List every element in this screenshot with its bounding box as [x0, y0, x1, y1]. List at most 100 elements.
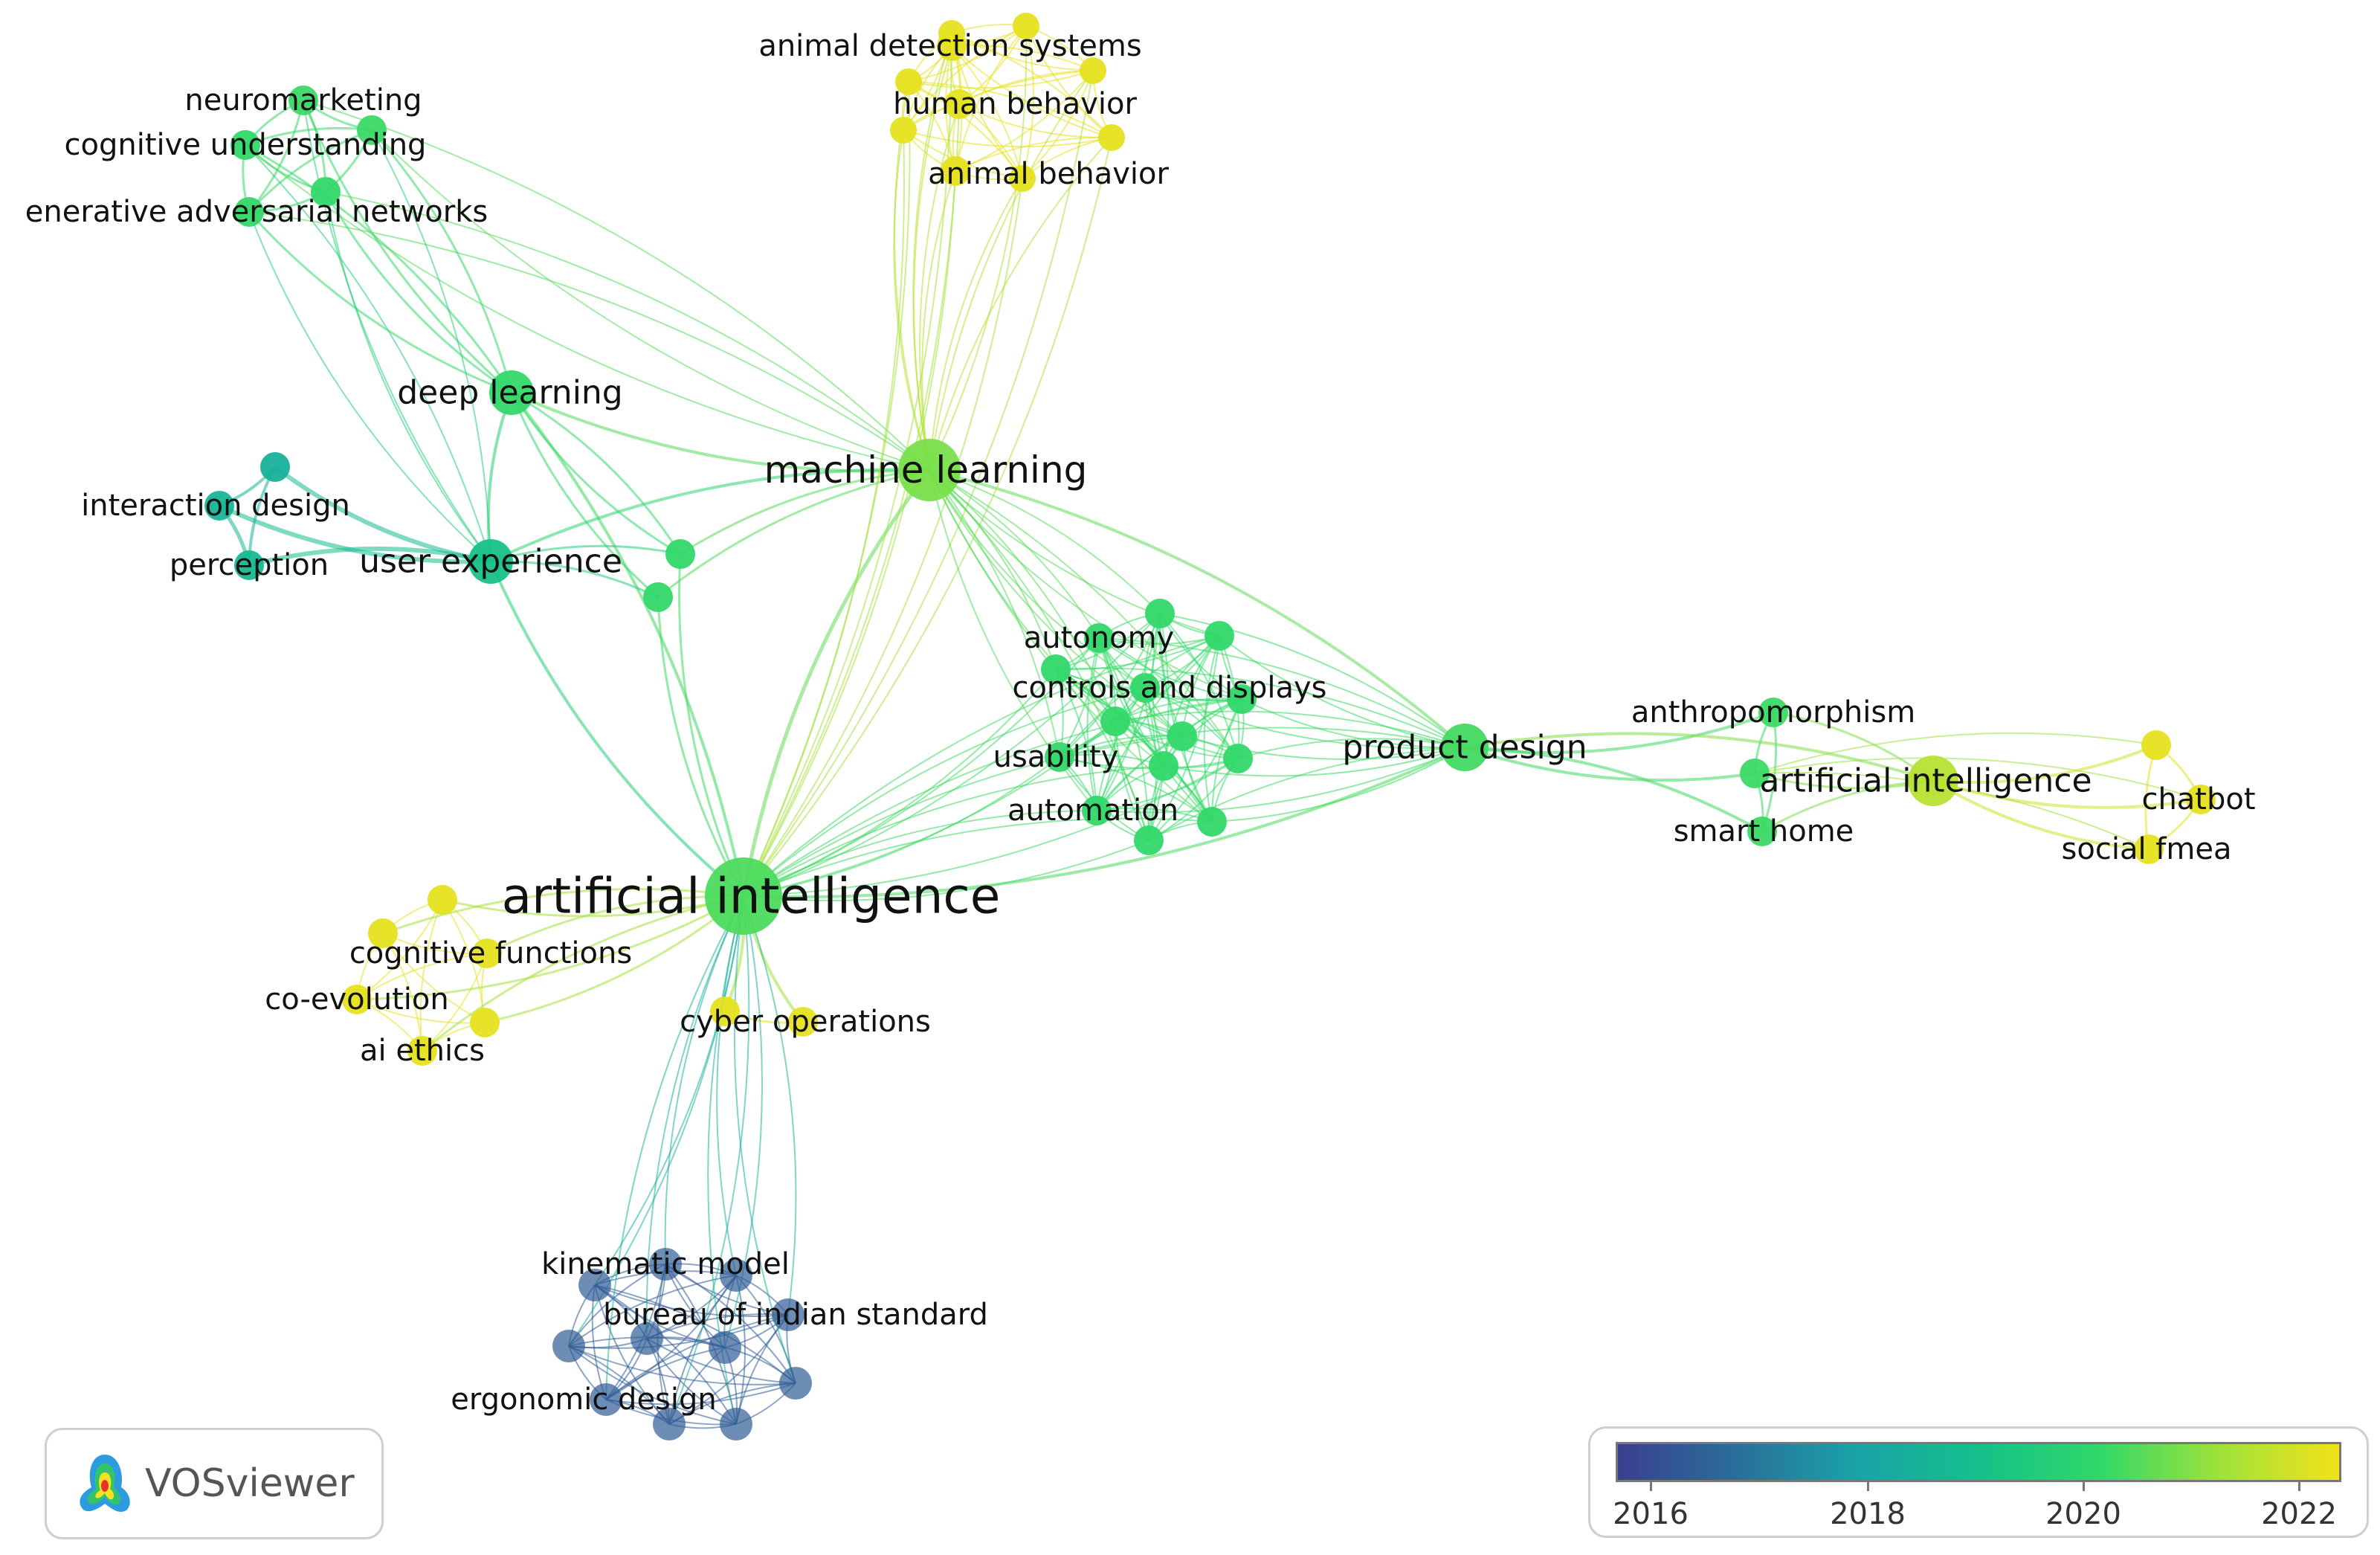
keyword-node-ai-ethics[interactable] [407, 1036, 437, 1066]
keyword-node-machine-learning[interactable] [898, 439, 961, 501]
keyword-node-kinematic-model[interactable] [649, 1248, 682, 1281]
keyword-node-interaction-design[interactable] [204, 491, 234, 521]
keyword-node[interactable] [1013, 13, 1039, 39]
keyword-node-bureau-of-indian-standard[interactable] [772, 1298, 804, 1331]
co-occurrence-link [743, 840, 1149, 901]
legend-tick [1650, 1482, 1652, 1491]
co-occurrence-link [1181, 735, 1465, 760]
keyword-node[interactable] [1223, 744, 1253, 773]
keyword-node[interactable] [470, 1008, 500, 1037]
keyword-label: neuromarketing [184, 83, 422, 117]
keyword-label: animal behavior [928, 157, 1169, 191]
keyword-node[interactable] [578, 1269, 611, 1301]
keyword-node[interactable] [1009, 165, 1036, 192]
co-occurrence-link [743, 895, 797, 1316]
keyword-node[interactable] [709, 1331, 741, 1364]
keyword-node[interactable] [357, 115, 387, 145]
keyword-node[interactable] [720, 1259, 752, 1292]
co-occurrence-link [743, 687, 1146, 897]
keyword-node-ergonomic-design[interactable] [590, 1383, 622, 1416]
keyword-node-cognitive-understanding[interactable] [230, 130, 260, 160]
co-occurrence-link [1754, 757, 2202, 800]
keyword-node-artificial-intelligence[interactable] [705, 857, 782, 935]
legend-label-2016: 2016 [1613, 1497, 1689, 1531]
keyword-node[interactable] [1134, 825, 1164, 855]
co-occurrence-link [605, 1382, 796, 1406]
keyword-node-neuromarketing[interactable] [288, 86, 318, 115]
keyword-node[interactable] [631, 1322, 663, 1355]
keyword-node[interactable] [653, 1408, 686, 1440]
keyword-node-artificial-intelligence[interactable] [1908, 756, 1958, 806]
keyword-node-anthropomorphism[interactable] [1758, 698, 1788, 727]
keyword-node[interactable] [1098, 124, 1125, 151]
keyword-node-enerative-adversarial-networks[interactable] [234, 197, 264, 227]
vosviewer-logo-text: VOSviewer [145, 1461, 355, 1506]
keyword-node[interactable] [428, 885, 457, 915]
keyword-node[interactable] [1227, 684, 1257, 714]
keyword-node[interactable] [552, 1330, 585, 1362]
keyword-node[interactable] [1041, 654, 1071, 684]
keyword-node-animal-behavior[interactable] [941, 156, 970, 186]
co-occurrence-link [274, 465, 491, 564]
co-occurrence-link [893, 129, 930, 471]
co-occurrence-link [743, 178, 1023, 897]
co-occurrence-link [248, 211, 930, 471]
keyword-node[interactable] [260, 452, 290, 482]
keyword-node[interactable] [1149, 751, 1178, 781]
keyword-node-autonomy[interactable] [1084, 623, 1114, 653]
co-occurrence-link [921, 170, 956, 471]
co-occurrence-link [248, 129, 373, 213]
keyword-node-usability[interactable] [1045, 742, 1074, 772]
keyword-node[interactable] [1100, 706, 1130, 736]
co-occurrence-link [743, 613, 1161, 897]
keyword-node-chatbot[interactable] [2186, 785, 2216, 814]
keyword-node-co-evolution[interactable] [342, 985, 372, 1014]
keyword-node[interactable] [895, 68, 922, 95]
keyword-node-automation[interactable] [1082, 796, 1112, 825]
co-occurrence-link [1115, 635, 1220, 722]
keyword-node[interactable] [1080, 57, 1106, 84]
keyword-node-product-design[interactable] [1441, 724, 1489, 771]
co-occurrence-link [510, 392, 659, 599]
co-occurrence-link [743, 810, 1097, 897]
keyword-node-smart-home[interactable] [1747, 817, 1777, 846]
co-occurrence-link [1115, 710, 1465, 748]
keyword-node[interactable] [311, 177, 341, 207]
keyword-node[interactable] [779, 1367, 812, 1400]
keyword-node[interactable] [1204, 621, 1234, 651]
co-occurrence-link [1055, 667, 1465, 748]
keyword-node[interactable] [2141, 730, 2171, 760]
keyword-node[interactable] [665, 539, 695, 569]
keyword-node-human-behavior[interactable] [944, 89, 974, 119]
co-occurrence-link [489, 561, 745, 898]
co-occurrence-link [302, 100, 512, 394]
co-occurrence-link [1163, 635, 1220, 767]
keyword-node[interactable] [1167, 721, 1197, 751]
co-occurrence-link [1022, 25, 1034, 179]
keyword-node[interactable] [643, 582, 673, 612]
keyword-node[interactable] [1197, 807, 1227, 837]
keyword-label: animal detection systems [758, 29, 1141, 63]
keyword-node-controls-and-displays[interactable] [1130, 673, 1160, 703]
co-occurrence-link [1098, 637, 1465, 748]
co-occurrence-link [510, 392, 681, 556]
keyword-node-cyber-operations[interactable] [788, 1007, 818, 1037]
co-occurrence-link [912, 33, 952, 471]
keyword-node[interactable] [720, 1408, 752, 1440]
keyword-node-deep-learning[interactable] [489, 370, 534, 415]
keyword-node-social-fmea[interactable] [2134, 834, 2164, 864]
keyword-node-cognitive-functions[interactable] [472, 939, 502, 968]
co-occurrence-link [1086, 637, 1100, 811]
keyword-node[interactable] [1740, 759, 1770, 788]
keyword-node[interactable] [710, 997, 740, 1026]
keyword-label: cognitive functions [349, 936, 632, 970]
keyword-node[interactable] [938, 20, 965, 47]
co-occurrence-link [951, 45, 1094, 71]
vosviewer-logo: VOSviewer [45, 1428, 384, 1539]
keyword-node[interactable] [1145, 599, 1175, 628]
keyword-node-perception[interactable] [234, 550, 264, 580]
keyword-node[interactable] [368, 918, 398, 948]
keyword-node-user-experience[interactable] [468, 539, 513, 584]
co-occurrence-link [382, 888, 744, 935]
keyword-node[interactable] [890, 117, 917, 144]
